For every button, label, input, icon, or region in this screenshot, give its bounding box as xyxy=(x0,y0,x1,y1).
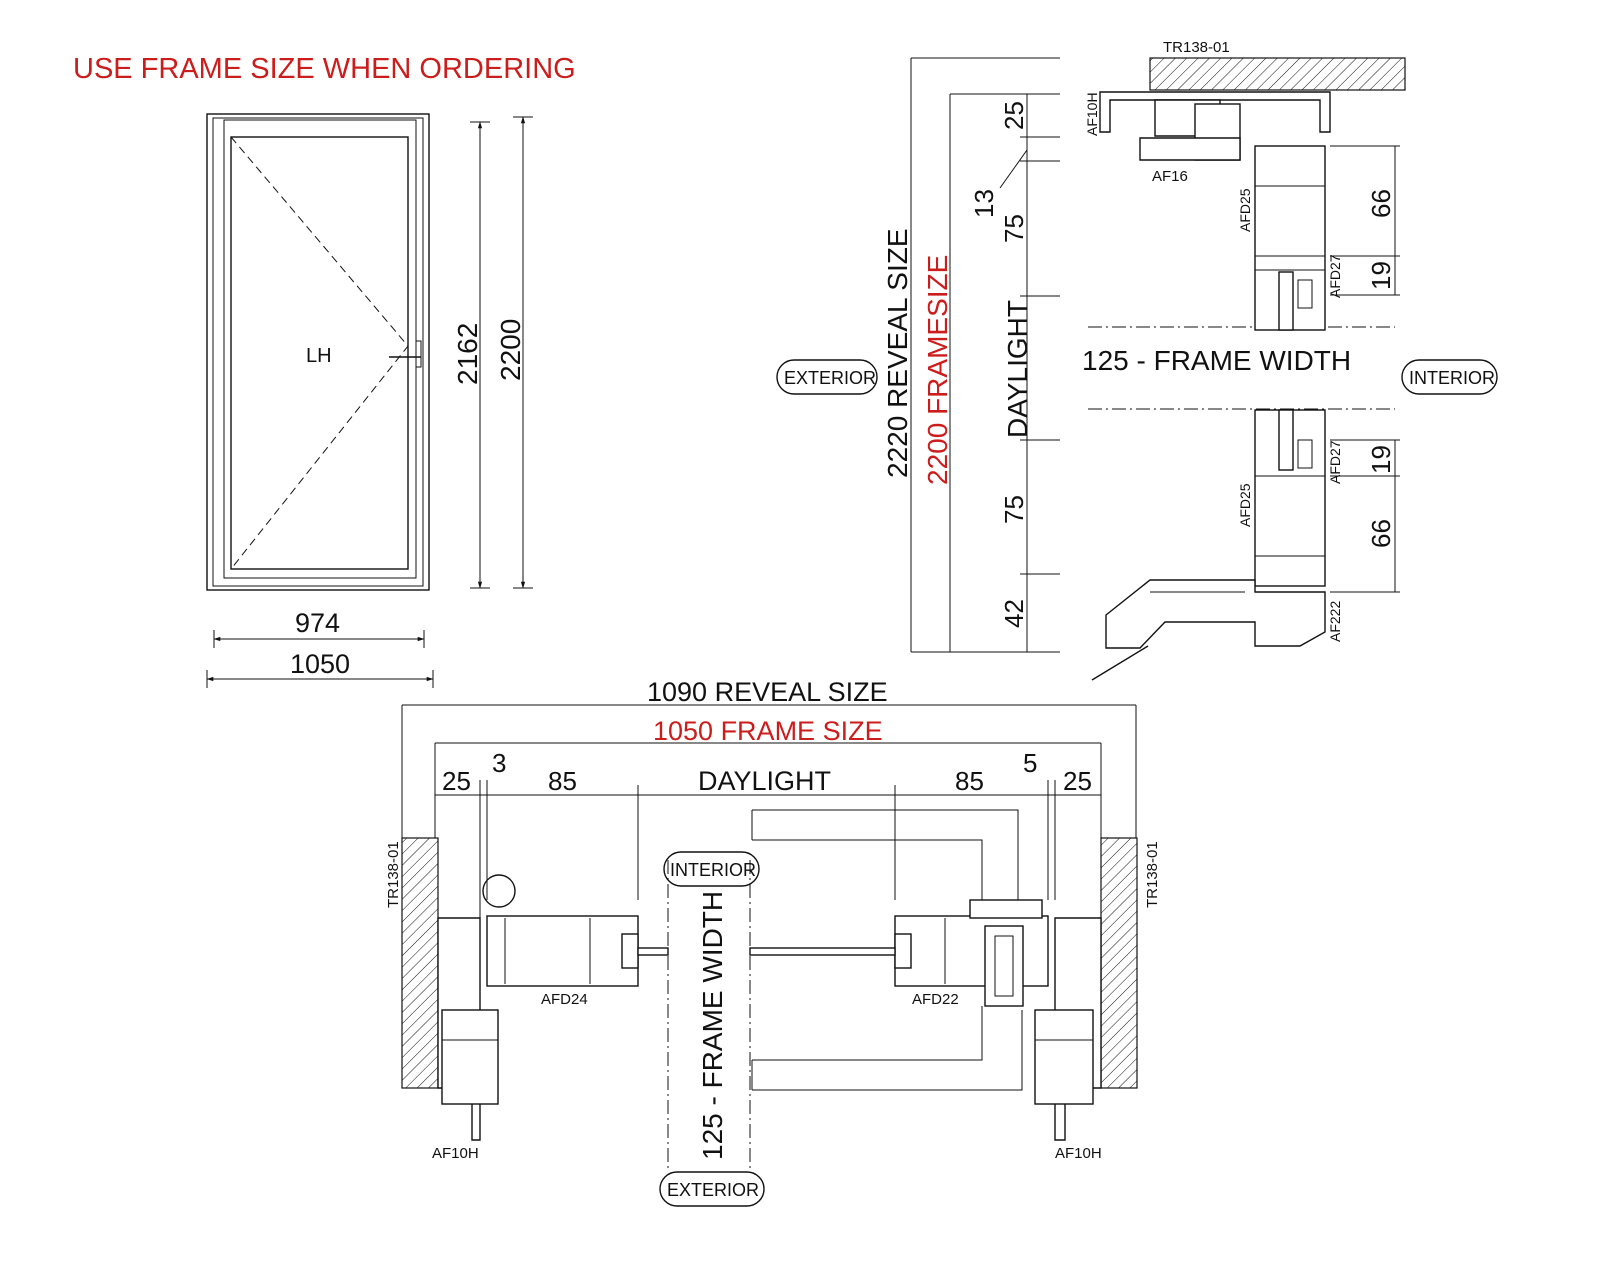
dim-19-bottom: 19 xyxy=(1366,445,1396,474)
door-leaf xyxy=(230,136,409,570)
lock-cylinder xyxy=(984,925,1024,1007)
part-tr138-head: TR138-01 xyxy=(1163,39,1230,56)
dim-85-right: 85 xyxy=(955,766,984,796)
hinge-stile-afd24 xyxy=(486,915,639,987)
exterior-label-horizontal: EXTERIOR xyxy=(667,1180,759,1200)
part-af10h-left: AF10H xyxy=(432,1145,479,1162)
dim-5: 5 xyxy=(1023,748,1037,778)
sill-drip-edge xyxy=(1091,645,1149,681)
daylight-vertical: DAYLIGHT xyxy=(1002,300,1033,438)
part-af222: AF222 xyxy=(1327,601,1343,642)
dim-42-vertical: 42 xyxy=(999,599,1029,628)
dim-25-vertical: 25 xyxy=(999,101,1029,130)
frame-size-vertical: 2200 FRAMESIZE xyxy=(922,255,953,485)
outer-frame xyxy=(206,113,430,591)
part-afd24: AFD24 xyxy=(541,991,588,1008)
handle-outline-exterior xyxy=(751,1006,1023,1091)
dim-1050: 1050 xyxy=(290,649,350,679)
part-afd27-top: AFD27 xyxy=(1327,254,1343,298)
dim-75-bottom: 75 xyxy=(999,495,1029,524)
exterior-label-vertical: EXTERIOR xyxy=(784,368,876,388)
door-elevation: LH 2162 2200 974 1050 xyxy=(206,113,533,688)
frame-size-horizontal: 1050 FRAME SIZE xyxy=(653,716,883,746)
part-tr138-left: TR138-01 xyxy=(385,841,402,908)
dim-66-top: 66 xyxy=(1366,189,1396,218)
opening-swing-lines xyxy=(230,136,409,570)
glass-pane-right xyxy=(749,947,896,956)
dim-13-vertical: 13 xyxy=(969,189,999,218)
part-af10h-right: AF10H xyxy=(1055,1145,1102,1162)
frame-width-vertical: 125 - FRAME WIDTH xyxy=(1082,345,1351,376)
interior-label-vertical: INTERIOR xyxy=(1409,368,1495,388)
door-handle xyxy=(389,340,422,368)
sill-profile xyxy=(1105,579,1326,649)
dim-66-bottom: 66 xyxy=(1366,519,1396,548)
right-substrate xyxy=(1100,837,1138,1089)
exterior-tag-vertical xyxy=(776,359,878,395)
glass-pane-left xyxy=(637,947,669,956)
handle-outline-interior xyxy=(751,809,1019,900)
interior-tag-horizontal xyxy=(663,851,760,887)
frame-width-horizontal: 125 - FRAME WIDTH xyxy=(697,891,728,1160)
exterior-tag-horizontal xyxy=(659,1171,765,1207)
interior-label-horizontal: INTERIOR xyxy=(670,860,756,880)
hinge-knuckle xyxy=(482,874,516,908)
interior-tag-vertical xyxy=(1401,359,1498,395)
left-substrate xyxy=(401,837,439,1089)
part-tr138-right: TR138-01 xyxy=(1144,841,1161,908)
dim-75-top: 75 xyxy=(999,214,1029,243)
dim-19-top: 19 xyxy=(1366,261,1396,290)
reveal-size-vertical: 2220 REVEAL SIZE xyxy=(882,228,913,478)
reveal-size-horizontal: 1090 REVEAL SIZE xyxy=(647,677,888,707)
vertical-section: 2220 REVEAL SIZE 2200 FRAMESIZE 25 13 75… xyxy=(776,39,1498,681)
dim-25-left: 25 xyxy=(442,766,471,796)
part-af10h-head: AF10H xyxy=(1084,92,1100,136)
dim-85-left: 85 xyxy=(548,766,577,796)
head-substrate xyxy=(1149,57,1406,91)
dim-974: 974 xyxy=(295,608,340,638)
order-note: USE FRAME SIZE WHEN ORDERING xyxy=(73,53,576,85)
dim-2200: 2200 xyxy=(495,319,526,381)
dim-3: 3 xyxy=(492,748,506,778)
part-af16: AF16 xyxy=(1152,168,1188,185)
part-afd25-bottom: AFD25 xyxy=(1237,483,1253,527)
af16-profile xyxy=(1139,137,1241,161)
dim-2162: 2162 xyxy=(452,323,483,385)
part-afd25-top: AFD25 xyxy=(1237,188,1253,232)
dim-13-leader xyxy=(999,149,1028,189)
daylight-horizontal: DAYLIGHT xyxy=(698,766,831,796)
part-afd27-bottom: AFD27 xyxy=(1327,440,1343,484)
lock-stile-afd22 xyxy=(894,915,1049,987)
part-afd22: AFD22 xyxy=(912,991,959,1008)
dim-25-right: 25 xyxy=(1063,766,1092,796)
hand-label: LH xyxy=(306,345,332,367)
lock-case xyxy=(969,899,1043,919)
frame-inner-line xyxy=(212,117,424,587)
horizontal-section: 1090 REVEAL SIZE 1050 FRAME SIZE 25 3 85… xyxy=(385,677,1161,1207)
